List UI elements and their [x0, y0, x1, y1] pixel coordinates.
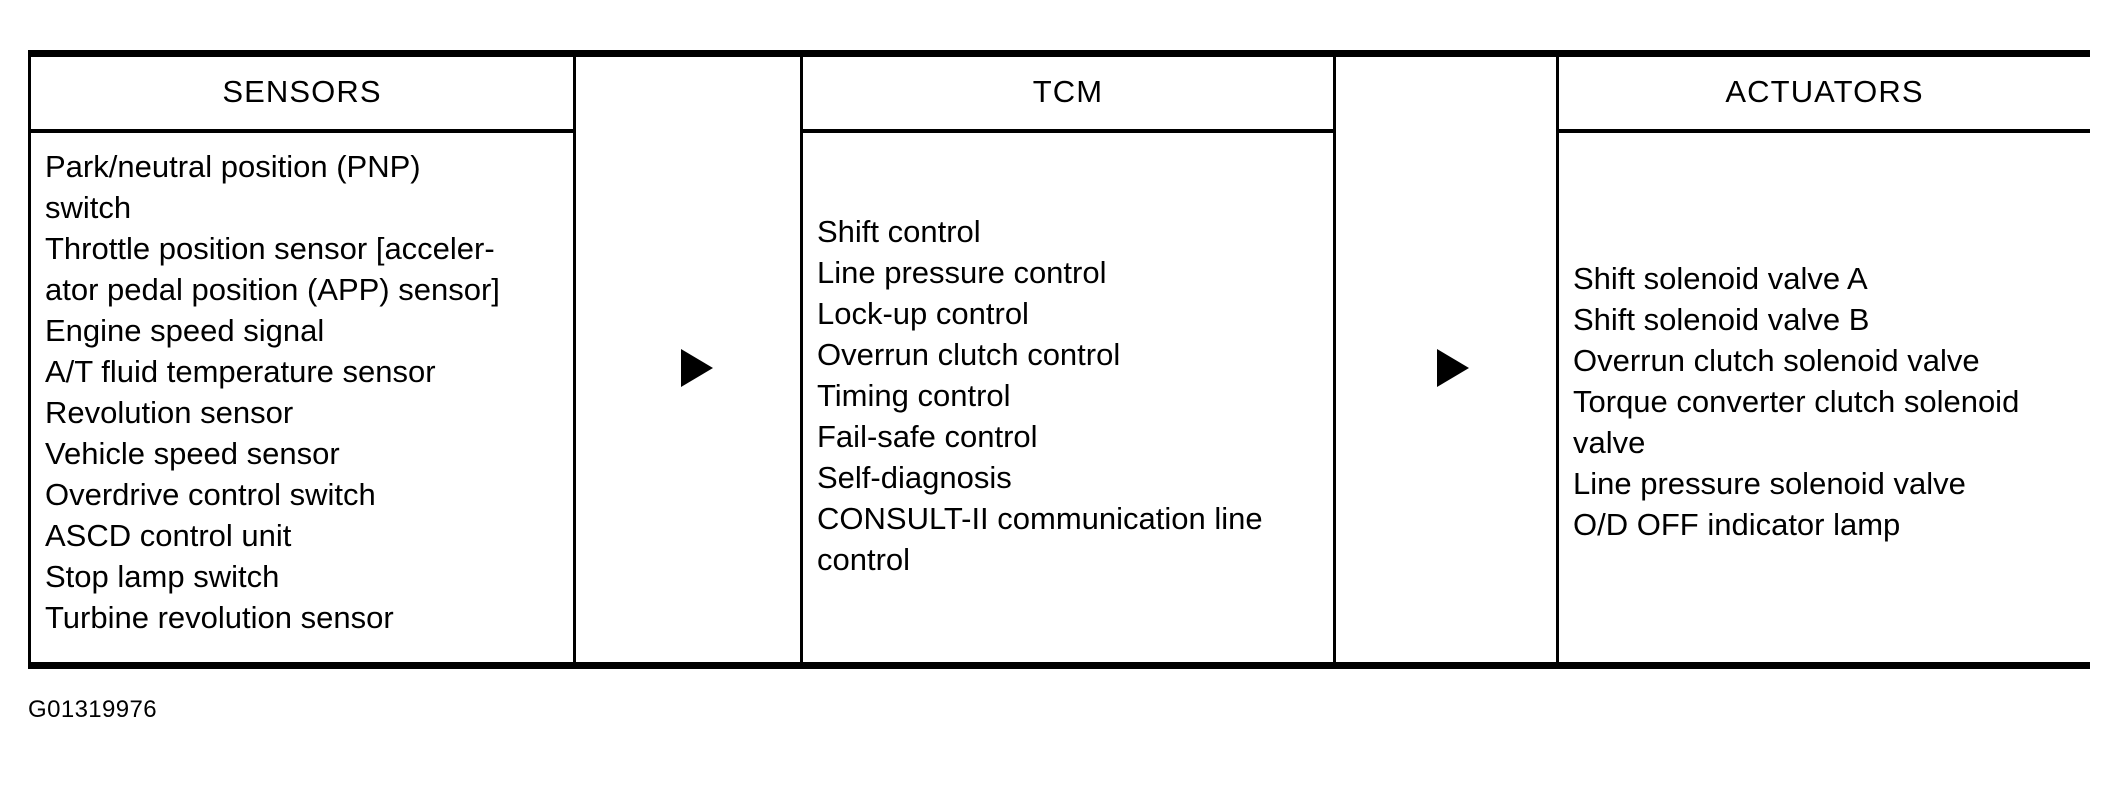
list-item: control — [817, 542, 911, 577]
list-item: Overrun clutch solenoid valve — [1573, 343, 1980, 378]
list-item: Line pressure control — [817, 255, 1107, 290]
list-item: switch — [45, 190, 132, 225]
list-item: ator pedal position (APP) sensor] — [45, 272, 500, 307]
column-header-rule-actuators — [1559, 129, 2090, 133]
tcm-item-list: Shift control Line pressure control Lock… — [817, 211, 1333, 580]
list-item: Overdrive control switch — [45, 477, 376, 512]
list-item: Shift control — [817, 214, 981, 249]
list-item: Revolution sensor — [45, 395, 294, 430]
column-header-tcm: TCM — [803, 50, 1333, 133]
arrow-right-icon — [681, 349, 713, 387]
column-sensors: SENSORS Park/neutral position (PNP) swit… — [28, 50, 576, 669]
list-item: Torque converter clutch solenoid — [1573, 384, 2020, 419]
list-item: A/T fluid temperature sensor — [45, 354, 436, 389]
column-body-sensors: Park/neutral position (PNP) switch Throt… — [31, 133, 573, 638]
column-header-sensors: SENSORS — [31, 50, 573, 133]
column-body-tcm: Shift control Line pressure control Lock… — [803, 133, 1333, 580]
list-item: CONSULT-II communication line — [817, 501, 1263, 536]
list-item: Lock-up control — [817, 296, 1029, 331]
list-item: Timing control — [817, 378, 1011, 413]
column-title-tcm: TCM — [1032, 74, 1104, 109]
list-item: Park/neutral position (PNP) — [45, 149, 421, 184]
list-item: Vehicle speed sensor — [45, 436, 340, 471]
column-header-rule-sensors — [31, 129, 573, 133]
diagram-bottom-rule — [28, 662, 2090, 669]
list-item: O/D OFF indicator lamp — [1573, 507, 1901, 542]
list-item: Shift solenoid valve A — [1573, 261, 1868, 296]
list-item: Stop lamp switch — [45, 559, 280, 594]
column-tcm: TCM Shift control Line pressure control … — [800, 50, 1336, 669]
list-item: Fail-safe control — [817, 419, 1038, 454]
actuators-item-list: Shift solenoid valve A Shift solenoid va… — [1573, 258, 2090, 545]
list-item: valve — [1573, 425, 1646, 460]
list-item: Engine speed signal — [45, 313, 325, 348]
list-item: Self-diagnosis — [817, 460, 1012, 495]
column-header-rule-tcm — [803, 129, 1333, 133]
list-item: ASCD control unit — [45, 518, 292, 553]
column-header-actuators: ACTUATORS — [1559, 50, 2090, 133]
sensors-item-list: Park/neutral position (PNP) switch Throt… — [45, 146, 573, 638]
arrow-right-icon — [1437, 349, 1469, 387]
column-actuators: ACTUATORS Shift solenoid valve A Shift s… — [1556, 50, 2090, 669]
list-item: Shift solenoid valve B — [1573, 302, 1870, 337]
figure-caption: G01319976 — [28, 696, 158, 723]
list-item: Line pressure solenoid valve — [1573, 466, 1966, 501]
column-title-sensors: SENSORS — [222, 74, 382, 109]
diagram-top-rule — [28, 50, 2090, 57]
column-title-actuators: ACTUATORS — [1725, 74, 1924, 109]
list-item: Turbine revolution sensor — [45, 600, 394, 635]
column-body-actuators: Shift solenoid valve A Shift solenoid va… — [1559, 133, 2090, 545]
list-item: Throttle position sensor [acceler- — [45, 231, 495, 266]
list-item: Overrun clutch control — [817, 337, 1121, 372]
